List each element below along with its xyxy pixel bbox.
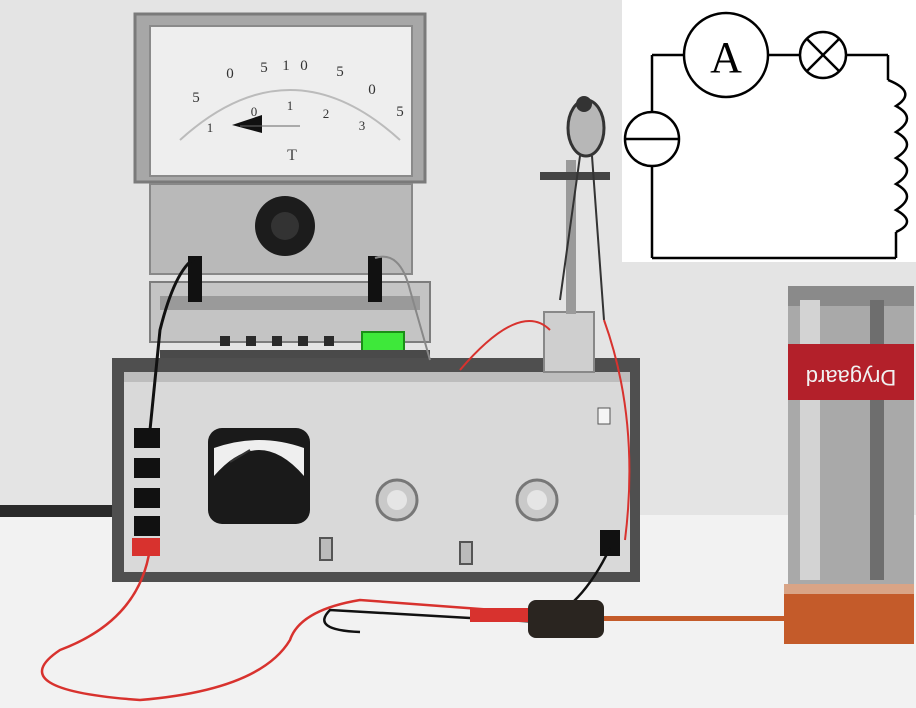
green-indicator — [361, 331, 405, 353]
can-label — [788, 344, 914, 400]
svg-text:5: 5 — [260, 60, 268, 76]
svg-text:0: 0 — [226, 66, 234, 82]
coil-icon — [887, 78, 909, 234]
metal-can: Drygaard — [784, 286, 914, 644]
lamp-icon — [798, 30, 848, 80]
svg-text:3: 3 — [359, 118, 366, 133]
svg-text:1: 1 — [207, 120, 214, 135]
table-edge-shadow — [0, 505, 130, 517]
ammeter-icon — [682, 11, 770, 99]
supply-switch-right — [459, 541, 473, 565]
supply-meter — [208, 428, 310, 524]
ac-source-icon — [623, 110, 681, 168]
probe-plug — [470, 600, 784, 638]
analog-meter: 5 0 5 1 0 5 0 5 1 0 1 2 3 T — [133, 12, 431, 364]
red-socket — [132, 538, 160, 556]
meter-upper-scale: 5 0 5 1 0 5 0 5 — [192, 58, 404, 120]
supply-switch-left — [319, 537, 333, 561]
svg-text:1: 1 — [282, 58, 290, 74]
svg-text:0: 0 — [251, 104, 258, 119]
left-terminal — [188, 256, 202, 302]
meter-needle — [232, 115, 262, 133]
power-supply-unit — [112, 358, 640, 582]
svg-text:5: 5 — [192, 90, 200, 106]
black-plug-right — [600, 530, 620, 556]
svg-text:T: T — [287, 147, 297, 164]
svg-text:0: 0 — [368, 82, 376, 98]
circuit-inset-background — [622, 0, 916, 262]
svg-text:5: 5 — [396, 104, 404, 120]
svg-text:0: 0 — [300, 58, 308, 74]
wires — [40, 255, 631, 702]
output-sockets — [134, 428, 160, 536]
can-label-text: Drygaard — [806, 365, 896, 390]
svg-text:5: 5 — [336, 64, 344, 80]
meter-lower-scale: 1 0 1 2 3 — [207, 98, 366, 135]
bulb-stand — [540, 96, 610, 373]
svg-text:2: 2 — [323, 106, 330, 121]
circuit-diagram: A — [622, 0, 916, 262]
right-terminal — [368, 256, 382, 302]
svg-text:1: 1 — [287, 98, 294, 113]
ammeter-label: A — [710, 33, 742, 82]
